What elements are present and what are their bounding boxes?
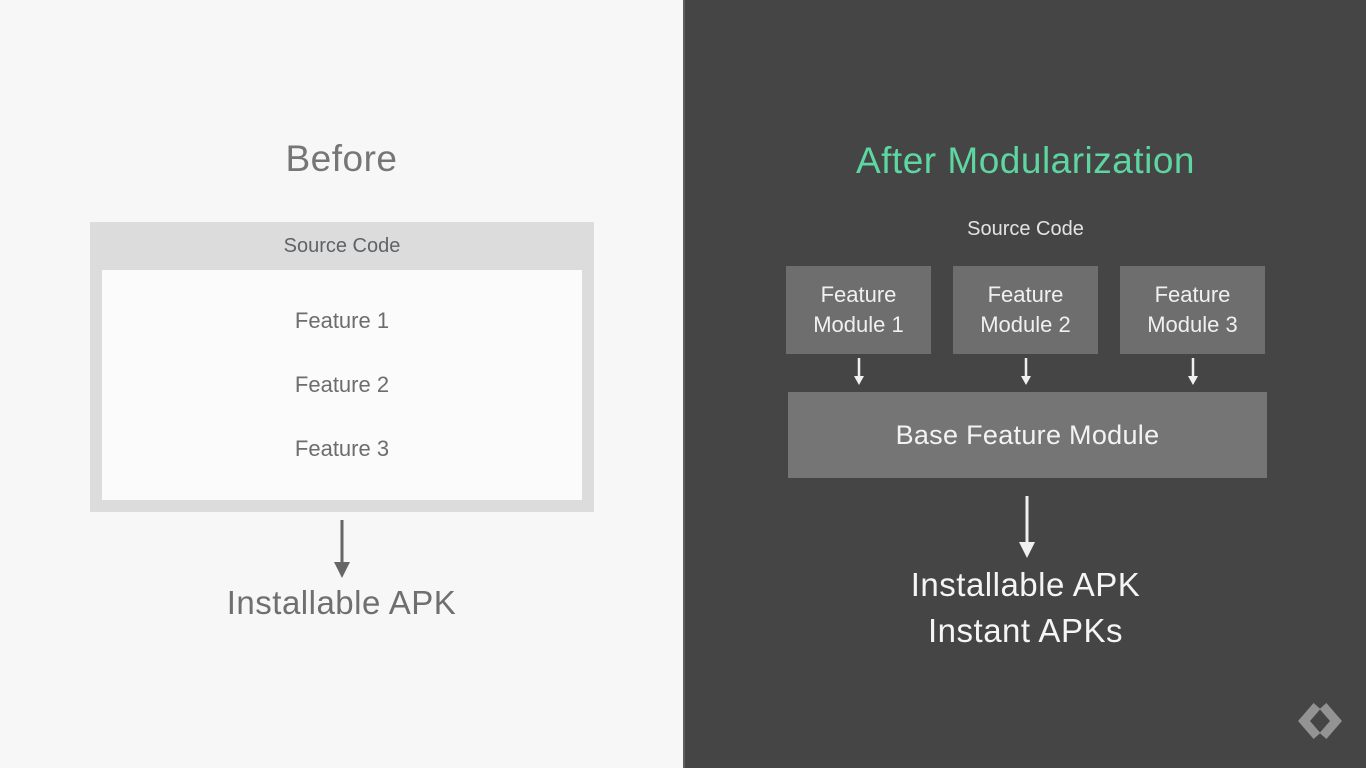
instant-apks-label: Instant APKs (928, 611, 1123, 649)
feature-item: Feature 3 (294, 436, 390, 461)
apk-outputs: Installable APK Instant APKs (685, 562, 1366, 653)
before-panel: Before Source Code Feature 1 Feature 2 F… (0, 0, 683, 768)
installable-apk-label: Installable APK (226, 584, 457, 621)
feature-item: Feature 2 (294, 372, 390, 397)
source-code-features: Feature 1 Feature 2 Feature 3 (102, 270, 582, 500)
after-title: After Modularization (855, 140, 1196, 181)
arrow-down-icon (1120, 358, 1265, 385)
arrow-down-icon (1017, 496, 1037, 563)
source-code-label: Source Code (967, 218, 1084, 240)
source-code-box: Source Code Feature 1 Feature 2 Feature … (90, 222, 594, 512)
arrow-down-icon (332, 520, 352, 583)
base-feature-module-label: Base Feature Module (895, 419, 1160, 450)
arrow-down-icon (953, 358, 1098, 385)
after-panel: After Modularization Source Code Feature… (683, 0, 1366, 768)
feature-modules-row: Feature Module 1 Feature Module 2 Featur… (685, 266, 1366, 354)
feature-module-label: Feature Module 2 (980, 282, 1071, 337)
feature-module-label: Feature Module 3 (1147, 282, 1238, 337)
module-arrows-row (685, 358, 1366, 385)
installable-apk-label: Installable APK (910, 566, 1141, 603)
feature-module-box: Feature Module 3 (1120, 266, 1265, 354)
feature-module-box: Feature Module 1 (786, 266, 931, 354)
arrow-down-icon (786, 358, 931, 385)
google-developers-logo-icon (1296, 701, 1344, 746)
base-feature-module-box: Base Feature Module (788, 392, 1267, 478)
source-code-header: Source Code (283, 235, 401, 257)
before-title: Before (285, 138, 398, 179)
feature-module-label: Feature Module 1 (813, 282, 904, 337)
feature-module-box: Feature Module 2 (953, 266, 1098, 354)
feature-item: Feature 1 (294, 308, 390, 333)
